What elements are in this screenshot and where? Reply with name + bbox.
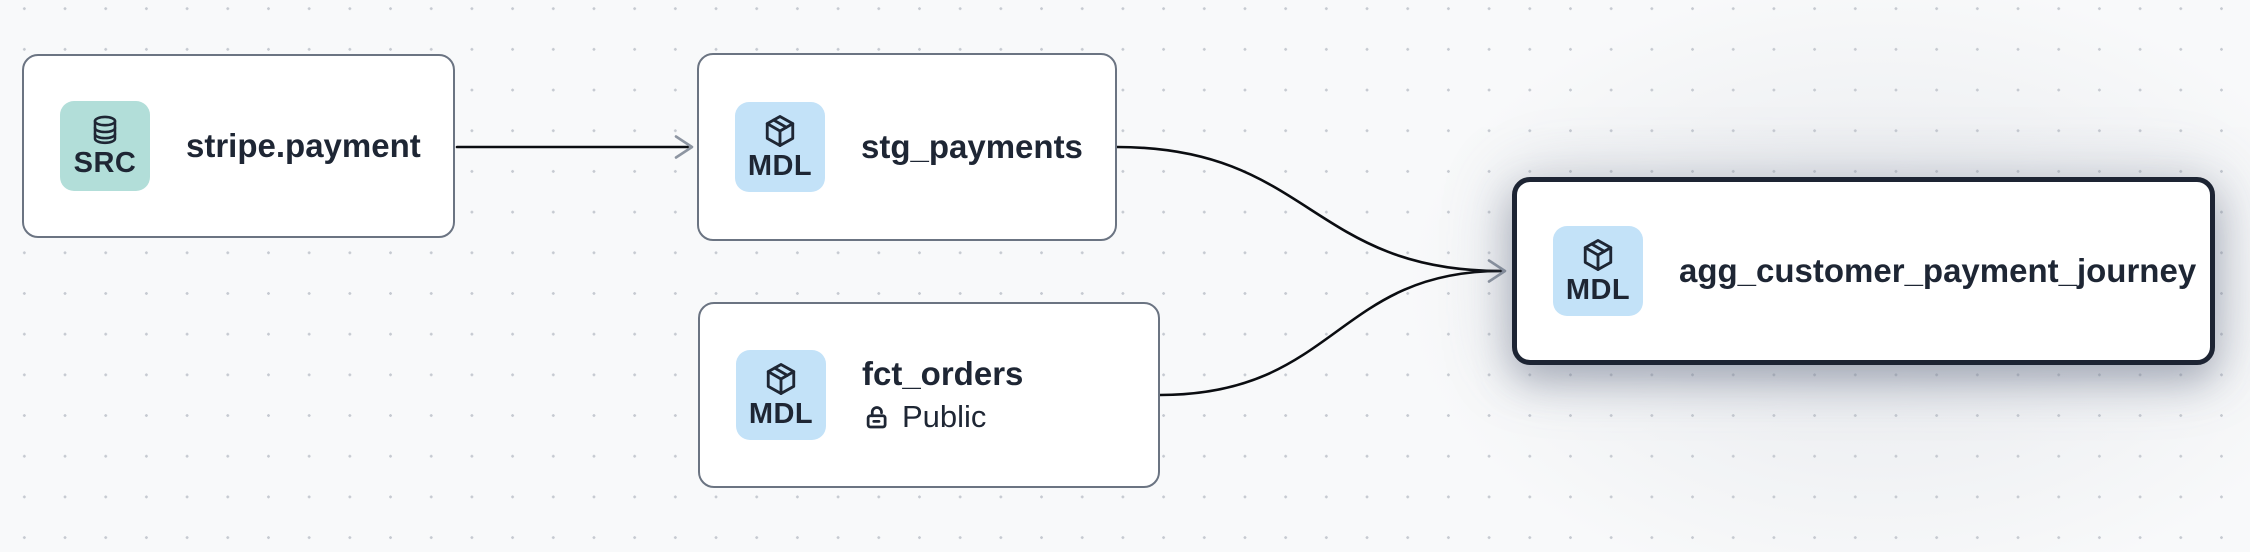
node-stg-payments[interactable]: MDL stg_payments <box>697 53 1117 241</box>
badge-label: MDL <box>1565 274 1631 306</box>
model-type-badge: MDL <box>736 350 826 440</box>
source-type-badge: SRC <box>60 101 150 191</box>
node-label: stg_payments <box>861 127 1083 165</box>
model-type-badge: MDL <box>1553 226 1643 316</box>
edge-fct-orders-to-agg-journey <box>1158 269 1503 397</box>
node-label: stripe.payment <box>186 126 421 164</box>
visibility-row: Public <box>862 398 1023 434</box>
cube-icon <box>1580 237 1616 273</box>
edge-stg-payments-to-agg-journey <box>1115 145 1503 273</box>
badge-label: MDL <box>748 398 814 430</box>
visibility-label: Public <box>902 398 987 434</box>
node-agg-customer-payment-journey[interactable]: MDL agg_customer_payment_journey <box>1512 177 2215 365</box>
cube-icon <box>762 113 798 149</box>
unlock-icon <box>862 402 892 432</box>
model-type-badge: MDL <box>735 102 825 192</box>
cube-icon <box>763 361 799 397</box>
arrowhead-icon <box>674 135 694 159</box>
badge-label: MDL <box>747 150 813 182</box>
database-icon <box>89 114 121 146</box>
node-label: fct_orders <box>862 355 1024 393</box>
node-fct-orders[interactable]: MDL fct_orders Public <box>698 302 1160 488</box>
node-label: agg_customer_payment_journey <box>1679 251 2197 289</box>
badge-label: SRC <box>73 147 137 179</box>
node-stripe-payment[interactable]: SRC stripe.payment <box>22 54 455 238</box>
arrowhead-icon <box>1487 259 1507 283</box>
